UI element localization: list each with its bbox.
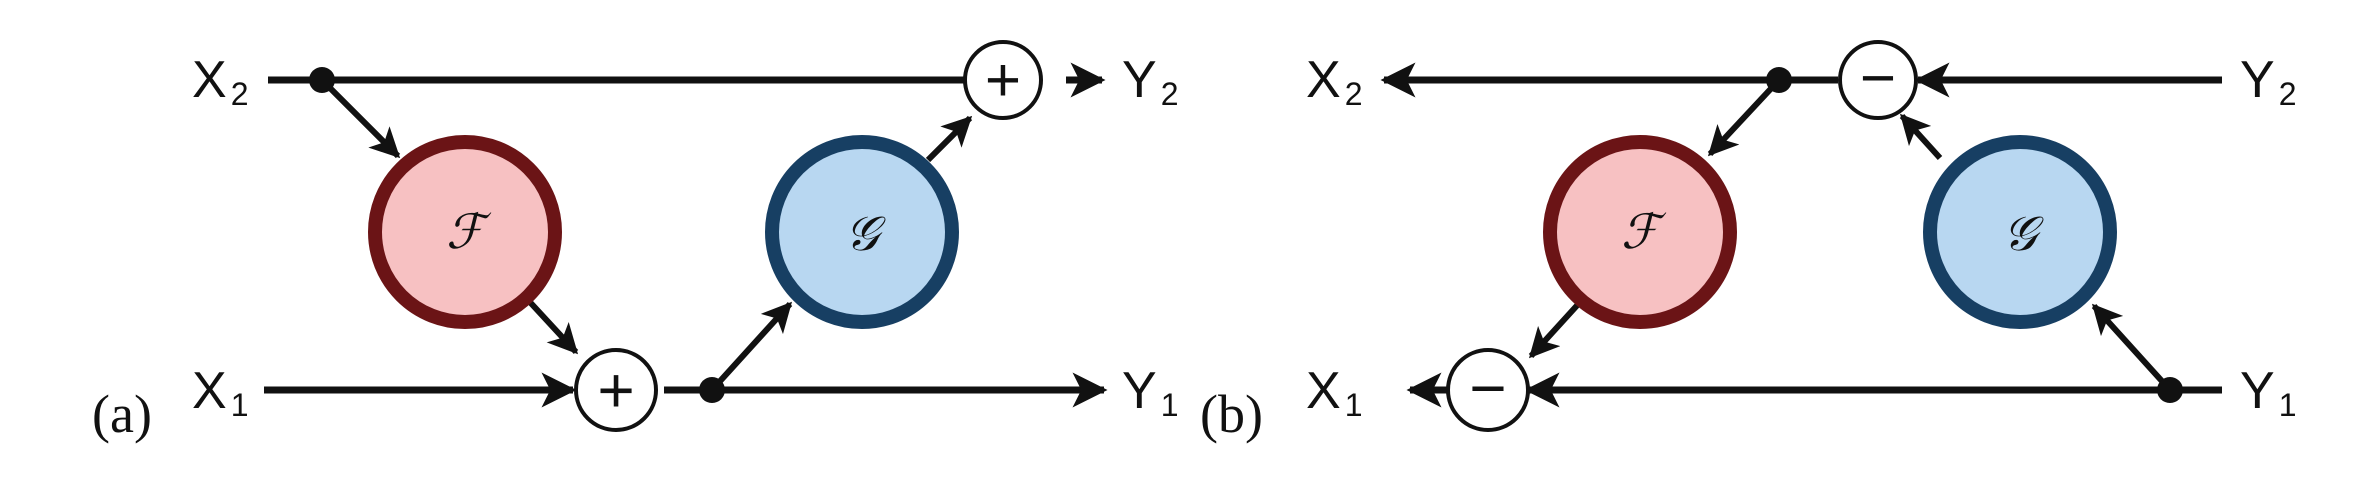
panel-a-label: (a) — [92, 384, 152, 444]
block-g-circle — [772, 142, 952, 322]
block-f-ring — [368, 135, 562, 329]
label-x2-main: X — [192, 51, 227, 109]
label-y1-main: Y — [1122, 362, 1157, 420]
label-x1-main: X — [192, 362, 227, 420]
operator-top-minus-circle — [1838, 40, 1918, 120]
junction-dot-bottom-b — [2157, 377, 2183, 403]
junction-dot-bottom — [699, 377, 725, 403]
block-g-b-symbol: 𝒢 — [2003, 206, 2044, 262]
label-b-y1-main: Y — [2240, 362, 2275, 420]
operator-top-sign: + — [985, 46, 1021, 115]
wire-x2-to-f — [319, 77, 401, 159]
wire-f-to-bottom-plus — [525, 297, 579, 355]
label-y1-sub: 1 — [1161, 387, 1179, 423]
block-f-b-circle — [1550, 142, 1730, 322]
operator-top-plus: + — [963, 40, 1043, 120]
block-g: 𝒢 — [765, 135, 959, 329]
operator-top-minus: − — [1838, 40, 1918, 120]
block-f: ℱ — [368, 135, 562, 329]
block-g-b-circle — [1930, 142, 2110, 322]
label-y2-main: Y — [1122, 51, 1157, 109]
operator-bottom-plus: + — [574, 348, 658, 432]
label-x1-sub: 1 — [231, 387, 249, 423]
wire-junction-to-f — [1707, 77, 1782, 157]
block-g-symbol: 𝒢 — [845, 206, 886, 262]
label-b-x2-main: X — [1306, 51, 1341, 109]
block-f-b: ℱ — [1543, 135, 1737, 329]
label-b-x1-main: X — [1306, 362, 1341, 420]
wire-junction-to-g — [709, 301, 793, 393]
operator-bottom-minus-circle — [1446, 348, 1530, 432]
operator-top-minus-sign: − — [1860, 44, 1896, 113]
block-f-b-ring — [1543, 135, 1737, 329]
label-x2-sub: 2 — [231, 76, 249, 112]
operator-bottom-minus: − — [1446, 348, 1530, 432]
label-b-x1-sub: 1 — [1345, 387, 1363, 423]
block-g-ring — [765, 135, 959, 329]
junction-dot-top-b — [1766, 67, 1792, 93]
label-b-y2-sub: 2 — [2279, 76, 2297, 112]
wire-g-to-top-plus — [925, 115, 973, 163]
operator-bottom-circle — [574, 348, 658, 432]
label-b-x2-sub: 2 — [1345, 76, 1363, 112]
block-f-circle — [375, 142, 555, 322]
label-b-y1-sub: 1 — [2279, 387, 2297, 423]
junction-dot-top — [309, 67, 335, 93]
block-g-b-ring — [1923, 135, 2117, 329]
label-b-y2-main: Y — [2240, 51, 2275, 109]
wire-y1-junction-to-g — [2091, 303, 2173, 393]
label-y2-sub: 2 — [1161, 76, 1179, 112]
panel-b-label: (b) — [1200, 384, 1263, 444]
operator-top-circle — [963, 40, 1043, 120]
wire-f-to-bottom-minus — [1528, 297, 1585, 359]
block-g-b: 𝒢 — [1923, 135, 2117, 329]
wire-g-to-top-minus — [1899, 113, 1943, 161]
operator-bottom-minus-sign: − — [1469, 352, 1506, 424]
operator-bottom-sign: + — [597, 354, 634, 426]
